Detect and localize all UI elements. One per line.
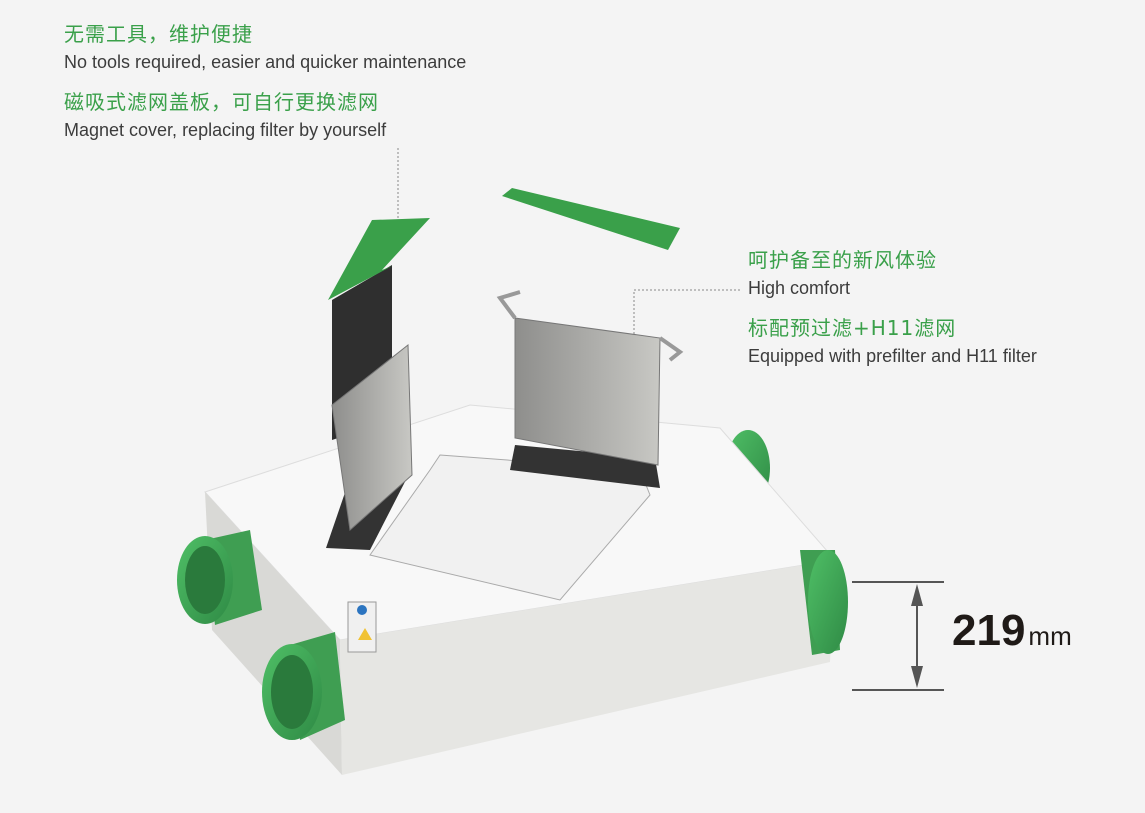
dimension-value: 219 (952, 606, 1026, 655)
dimension-unit: mm (1028, 621, 1072, 651)
callout-title-magnet-cover: 磁吸式滤网盖板，可自行更换滤网 (64, 90, 379, 114)
duct-front-left-lower (262, 632, 345, 740)
height-dimension (852, 581, 944, 691)
magnet-cover-left (328, 218, 430, 300)
callout-title-filter: 标配预过滤+H11滤网 (748, 316, 957, 340)
duct-front-left (177, 530, 262, 625)
filter-left (331, 265, 413, 531)
filter-right (496, 290, 684, 466)
callout-text-magnet-cover: Magnet cover, replacing filter by yourse… (64, 120, 387, 140)
callout-title-comfort: 呵护备至的新风体验 (748, 248, 937, 272)
duct-front-right (800, 550, 848, 655)
leader-line (633, 289, 740, 340)
label-sticker (347, 601, 377, 653)
callout-text-filter: Equipped with prefilter and H11 filter (748, 346, 1037, 366)
callout-text-comfort: High comfort (748, 278, 851, 298)
callout-text-no-tools: No tools required, easier and quicker ma… (64, 52, 467, 72)
callout-title-no-tools: 无需工具，维护便捷 (64, 22, 253, 46)
magnet-cover-right (502, 188, 680, 250)
